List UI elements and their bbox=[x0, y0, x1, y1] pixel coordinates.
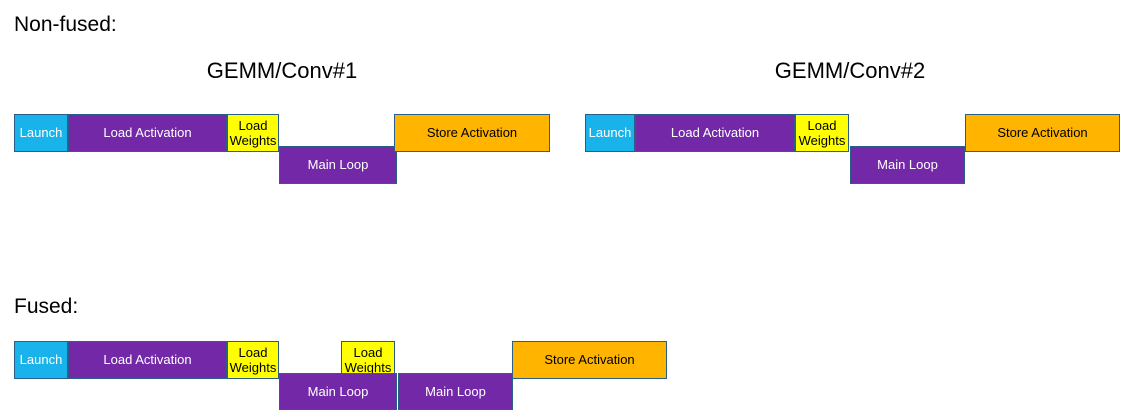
bar-load-activation-2: Load Activation bbox=[635, 114, 795, 152]
kernel-title-gemm-conv-2: GEMM/Conv#2 bbox=[774, 58, 926, 83]
kernel-title-gemm-conv-1: GEMM/Conv#1 bbox=[206, 58, 358, 83]
bar-store-activation-1: Store Activation bbox=[394, 114, 550, 152]
bar-fused-main-loop-2: Main Loop bbox=[398, 373, 513, 410]
bar-fused-launch: Launch bbox=[14, 341, 68, 379]
bar-load-weights-1: Load Weights bbox=[227, 114, 279, 152]
bar-fused-main-loop-1: Main Loop bbox=[279, 373, 397, 410]
bar-store-activation-2: Store Activation bbox=[965, 114, 1120, 152]
bar-load-activation-1: Load Activation bbox=[68, 114, 227, 152]
bar-load-weights-2: Load Weights bbox=[795, 114, 849, 152]
bar-fused-load-activation: Load Activation bbox=[68, 341, 227, 379]
section-label-non-fused: Non-fused: bbox=[14, 13, 117, 36]
section-label-fused: Fused: bbox=[14, 295, 79, 318]
bar-launch-1: Launch bbox=[14, 114, 68, 152]
bar-fused-store-activation: Store Activation bbox=[512, 341, 667, 379]
bar-main-loop-2: Main Loop bbox=[850, 146, 965, 184]
bar-fused-load-weights-1: Load Weights bbox=[227, 341, 279, 379]
bar-main-loop-1: Main Loop bbox=[279, 146, 397, 184]
bar-fused-load-weights-2: Load Weights bbox=[341, 341, 395, 379]
bar-launch-2: Launch bbox=[585, 114, 635, 152]
